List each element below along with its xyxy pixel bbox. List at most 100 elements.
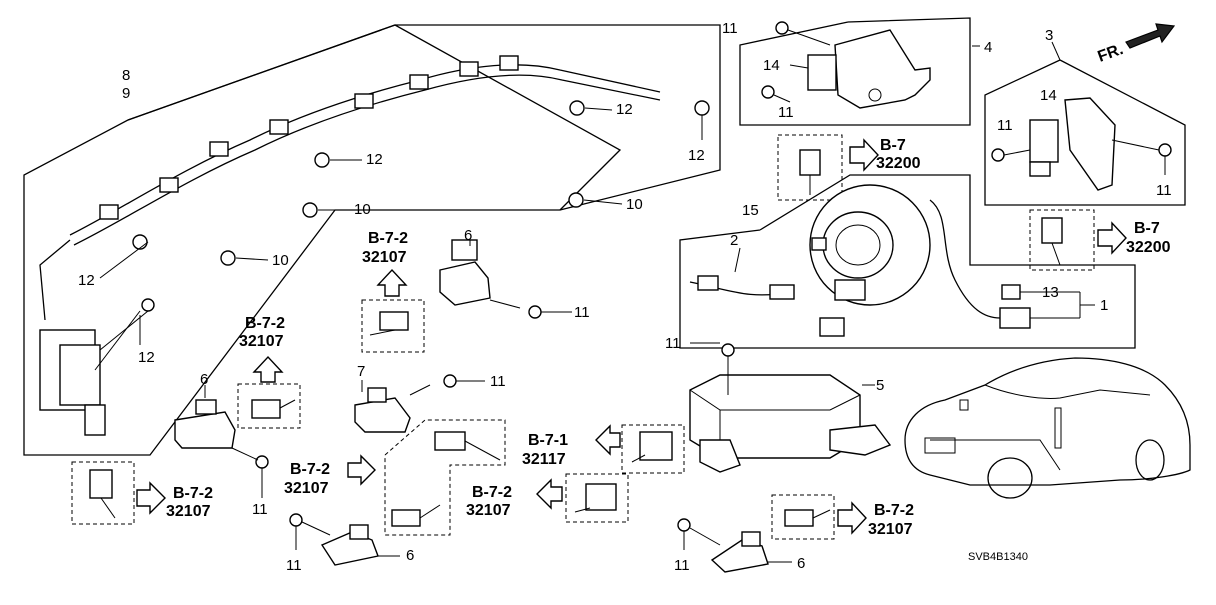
arrow-right-icon [136, 481, 166, 515]
callout-9: 9 [122, 85, 130, 102]
bolt [443, 374, 457, 388]
callout-11: 11 [490, 373, 506, 390]
sensor-bracket [1064, 97, 1116, 191]
impact-sensor [354, 397, 411, 433]
ref-code: 32107 [166, 503, 211, 520]
arrow-right-icon [849, 138, 879, 172]
vehicle-silhouette [904, 357, 1191, 499]
airbag-outer-boundary [127, 24, 721, 211]
callout-12: 12 [616, 101, 633, 118]
callout-6: 6 [406, 547, 414, 564]
ref-code: 32107 [284, 480, 329, 497]
clock-spring-harness [929, 199, 1001, 319]
callout-11: 11 [665, 335, 681, 352]
side-curtain-airbag-group [23, 24, 721, 456]
arrow-left-icon [347, 454, 376, 486]
ref-label: B-7 [880, 137, 906, 154]
arrow-left-icon [536, 478, 563, 510]
callout-10: 10 [272, 252, 289, 269]
impact-sensor [320, 531, 379, 566]
srs-bracket [699, 439, 741, 473]
connector-ref-b72-left: B-7-2 32107 [237, 315, 301, 429]
front-direction-indicator: FR. [1096, 23, 1176, 66]
ref-label: B-7-2 [472, 484, 512, 501]
callout-10: 10 [626, 196, 643, 213]
bolt [314, 152, 330, 168]
bolt [528, 305, 542, 319]
arrow-up-icon [252, 355, 284, 383]
impact-sensor [710, 539, 769, 573]
connector-ref-b72-bottom-right: B-7-2 32107 [771, 494, 914, 540]
callout-11: 11 [574, 304, 590, 321]
connector-ref-b72-center-lower: B-7-2 32107 [466, 473, 629, 523]
side-impact-sensor-6a [439, 239, 572, 319]
callout-8: 8 [122, 67, 130, 84]
airbag-clip [499, 55, 519, 71]
callout-7: 7 [357, 363, 365, 380]
connector-ref-b71: B-7-1 32117 [522, 424, 685, 474]
ref-code: 32107 [868, 521, 913, 538]
clock-spring-group [679, 174, 1136, 349]
connector-box [621, 424, 685, 474]
callout-12: 12 [366, 151, 383, 168]
arrow-left-icon [595, 424, 621, 456]
ref-label: B-7-2 [245, 315, 285, 332]
callout-15: 15 [742, 202, 759, 219]
callout-14: 14 [1040, 87, 1057, 104]
ref-code: 32200 [876, 155, 921, 172]
connector-ref-b72-center: B-7-2 32107 [284, 454, 376, 497]
callout-11: 11 [286, 557, 302, 574]
ref-code: 32107 [362, 249, 407, 266]
ref-label: B-7-1 [528, 432, 568, 449]
bolt [1158, 143, 1172, 157]
connector-box [1029, 209, 1095, 271]
sensor-bracket-group-3 [984, 41, 1186, 206]
side-impact-sensor-6c [289, 513, 400, 566]
callout-10: 10 [354, 201, 371, 218]
sensor-bracket-group-4 [739, 17, 980, 126]
bolt [569, 100, 585, 116]
callout-6: 6 [464, 227, 472, 244]
srs-control-unit [689, 342, 892, 473]
bolt [677, 518, 691, 532]
connector-pair-center [384, 419, 506, 536]
callout-11: 11 [674, 557, 690, 574]
front-arrow-icon [1125, 23, 1176, 49]
airbag-clip [409, 74, 429, 90]
callout-12: 12 [138, 349, 155, 366]
callout-4: 4 [984, 39, 992, 56]
callout-11: 11 [1156, 182, 1172, 199]
callout-12: 12 [688, 147, 705, 164]
impact-sensor [174, 411, 236, 449]
airbag-group-boundary [23, 24, 622, 456]
ref-label: B-7-2 [290, 461, 330, 478]
bolt [721, 343, 735, 357]
bolt [302, 202, 318, 218]
bolt [694, 100, 710, 116]
bolt [132, 234, 148, 250]
side-impact-sensor-6d [677, 518, 792, 573]
callout-11: 11 [778, 104, 794, 121]
bolt [220, 250, 236, 266]
ref-label: B-7-2 [368, 230, 408, 247]
horn-connector [697, 275, 719, 291]
bolt [568, 192, 584, 208]
ref-label: B-7-2 [173, 485, 213, 502]
side-impact-sensor-7 [354, 374, 485, 433]
ref-code: 32200 [1126, 239, 1171, 256]
callout-14: 14 [763, 57, 780, 74]
connector-box [71, 461, 135, 525]
curtain-airbag-tube [69, 64, 661, 236]
connector-ref-b72-mid: B-7-2 32107 [361, 230, 425, 353]
arrow-right-icon [1097, 221, 1127, 255]
callout-3: 3 [1045, 27, 1053, 44]
sensor-bracket [834, 29, 931, 109]
callout-13: 13 [1042, 284, 1059, 301]
callout-1: 1 [1100, 297, 1108, 314]
airbag-clip [459, 61, 479, 77]
bolt [775, 21, 789, 35]
ref-label: B-7 [1134, 220, 1160, 237]
impact-sensor [439, 261, 491, 306]
airbag-clip [354, 93, 374, 109]
bolt [991, 148, 1005, 162]
